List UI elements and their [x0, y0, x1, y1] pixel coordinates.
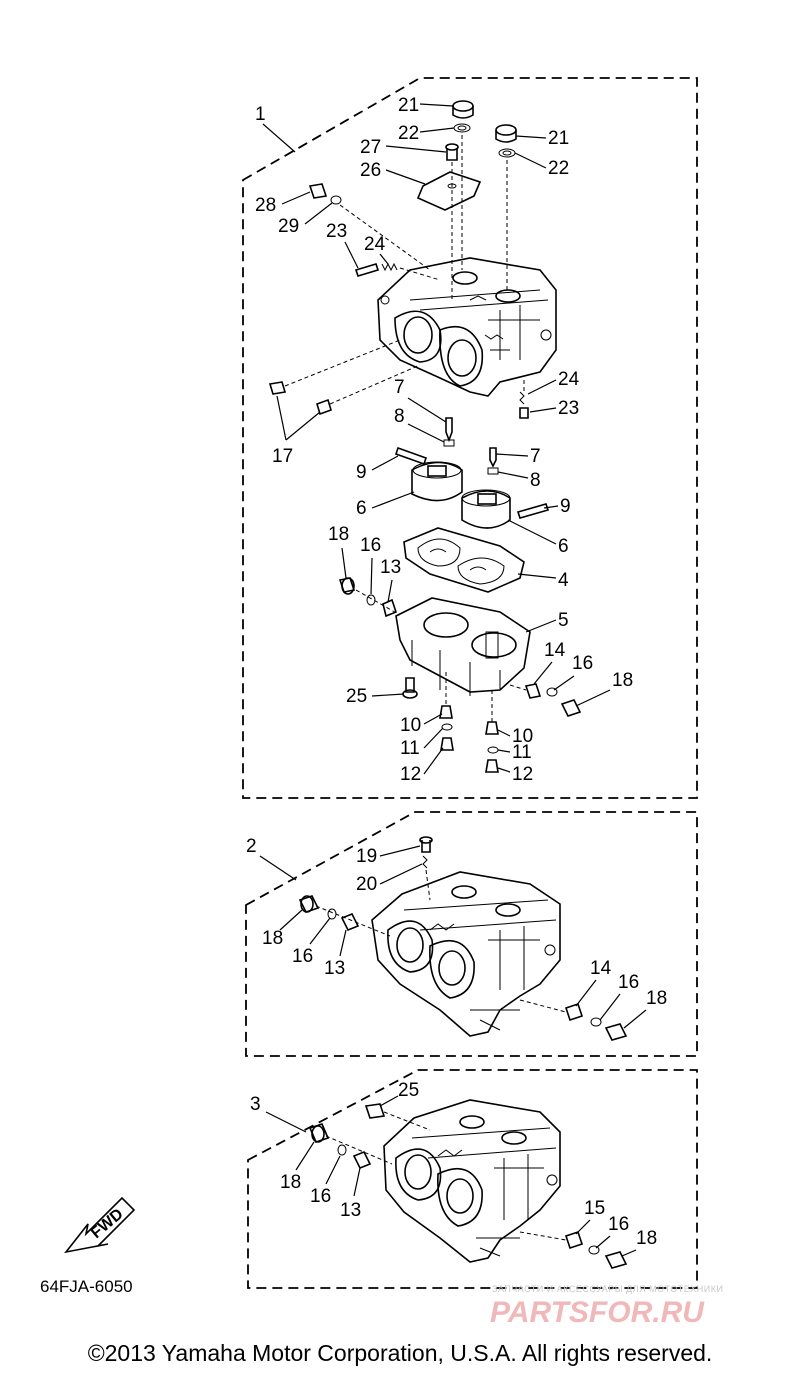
callout-16: 16	[292, 946, 313, 967]
callout-16: 16	[618, 972, 639, 993]
callout-18: 18	[646, 988, 667, 1009]
plug-14-16-18-right	[509, 683, 582, 717]
screw-25-assembly-3	[364, 1103, 431, 1131]
screw-28	[308, 183, 342, 205]
callout-5: 5	[558, 610, 569, 631]
callout-18: 18	[262, 928, 283, 949]
callout-13: 13	[380, 557, 401, 578]
screw-23-24-top	[354, 262, 398, 277]
callout-22: 22	[398, 123, 419, 144]
assembly-2-callouts: 19 20 18 16 13 14 16 18	[262, 845, 667, 1029]
assembly-2-boundary	[245, 811, 698, 1057]
callout-13: 13	[324, 958, 345, 979]
assembly-1-number: 1	[255, 104, 266, 125]
plug-18-16-13-assembly-2	[298, 895, 391, 937]
callout-4: 4	[558, 570, 569, 591]
callout-9: 9	[356, 462, 367, 483]
assembly-2-number: 2	[246, 836, 257, 857]
plate-26	[416, 171, 482, 211]
assembly-3-boundary	[247, 1069, 698, 1289]
callout-25: 25	[346, 686, 367, 707]
callout-7: 7	[530, 446, 541, 467]
callout-11: 11	[512, 742, 532, 763]
callout-28: 28	[255, 195, 276, 216]
cap-21-right	[495, 124, 517, 158]
callout-10: 10	[512, 726, 533, 747]
callout-20: 20	[356, 874, 377, 895]
needle-7-8-right	[487, 447, 499, 475]
callout-22: 22	[548, 158, 569, 179]
callout-18: 18	[280, 1172, 301, 1193]
callout-16: 16	[572, 653, 593, 674]
cap-21-left	[452, 100, 474, 133]
gasket-4	[403, 527, 525, 593]
callout-15: 15	[584, 1198, 605, 1219]
copyright-notice: ©2013 Yamaha Motor Corporation, U.S.A. A…	[87, 1340, 713, 1366]
plug-15-16-18-assembly-3	[519, 1230, 628, 1269]
callout-16: 16	[310, 1186, 331, 1207]
screw-19-20	[419, 836, 433, 901]
callout-18: 18	[636, 1228, 657, 1249]
carburetor-body-2	[371, 871, 561, 1037]
callout-21: 21	[398, 95, 419, 116]
callout-6: 6	[356, 498, 367, 519]
assembly-1-callouts: 21 22 27 26 21 22 28 29 23 24 17 24 23 7…	[255, 95, 633, 785]
needle-7-8-left	[443, 417, 455, 447]
jets-10-11-12-left	[439, 672, 454, 751]
assembly-1-boundary	[242, 77, 698, 799]
callout-16: 16	[608, 1214, 629, 1235]
screws-17	[268, 339, 421, 416]
float-6-left	[411, 461, 463, 502]
callout-12: 12	[400, 764, 421, 785]
plug-14-16-18-assembly-2	[519, 999, 628, 1041]
callout-27: 27	[360, 137, 381, 158]
callout-24: 24	[364, 234, 386, 255]
watermark-logo: PARTSFOR.RU	[490, 1296, 705, 1329]
jets-10-11-12-right	[485, 690, 499, 773]
plug-18-16-13-assembly-3	[308, 1123, 393, 1170]
watermark-tagline: ЗАПЧАСТИ И АКСЕССУАРЫ ДЛЯ МОТОТЕХНИКИ	[492, 1284, 723, 1294]
assembly-3-callouts: 25 18 16 13 15 16 18	[280, 1080, 657, 1257]
part-code: 64FJA-6050	[40, 1277, 133, 1296]
screw-23-24-right	[519, 380, 529, 419]
callout-17: 17	[272, 446, 293, 467]
callout-6: 6	[558, 536, 569, 557]
assembly-3-number: 3	[250, 1094, 261, 1115]
callout-14: 14	[544, 640, 566, 661]
screw-25-assembly-1	[402, 677, 418, 699]
pin-9-right	[516, 503, 550, 519]
callout-13: 13	[340, 1200, 361, 1221]
callout-9: 9	[560, 496, 571, 517]
callout-8: 8	[530, 470, 541, 491]
float-6-right	[461, 489, 511, 529]
callout-16: 16	[360, 535, 381, 556]
float-bowl-5	[395, 597, 531, 696]
callout-23: 23	[326, 221, 347, 242]
screw-27	[445, 143, 459, 161]
carburetor-body-3	[383, 1099, 561, 1263]
callout-7: 7	[394, 377, 405, 398]
callout-11: 11	[400, 738, 420, 759]
fwd-arrow-icon: FWD	[64, 1196, 136, 1254]
callout-23: 23	[558, 398, 579, 419]
callout-29: 29	[278, 216, 299, 237]
pin-9-left	[394, 446, 428, 466]
callout-21: 21	[548, 128, 569, 149]
callout-19: 19	[356, 846, 377, 867]
callout-18: 18	[612, 670, 633, 691]
callout-25: 25	[398, 1080, 419, 1101]
callout-8: 8	[394, 406, 405, 427]
callout-24: 24	[558, 369, 580, 390]
callout-18: 18	[328, 524, 349, 545]
callout-12: 12	[512, 764, 533, 785]
callout-10: 10	[400, 715, 421, 736]
carburetor-body-1	[377, 257, 557, 397]
partsfor-watermark: ЗАПЧАСТИ И АКСЕССУАРЫ ДЛЯ МОТОТЕХНИКИ PA…	[490, 1284, 723, 1329]
callout-26: 26	[360, 160, 381, 181]
plug-18-16-13-left	[338, 577, 401, 618]
callout-14: 14	[590, 958, 612, 979]
